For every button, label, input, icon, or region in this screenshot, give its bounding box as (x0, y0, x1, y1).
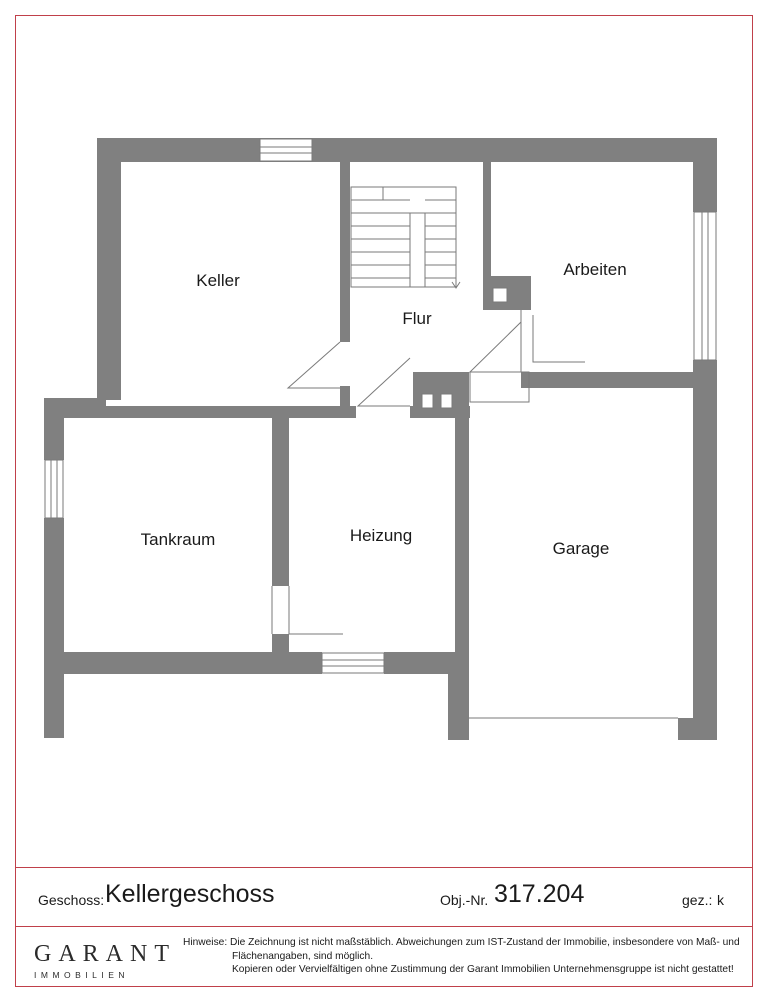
stairs (350, 186, 461, 289)
wall (44, 672, 64, 738)
room-label-arbeiten: Arbeiten (563, 260, 626, 279)
obj-nr-label: Obj.-Nr. (440, 892, 489, 908)
wall (64, 652, 322, 674)
window (693, 211, 717, 361)
obj-nr-value: 317.204 (494, 880, 585, 908)
page-frame (15, 15, 753, 987)
logo-sub-text: IMMOBILIEN (34, 970, 130, 980)
wall (272, 418, 289, 586)
title-block-divider-bottom (15, 926, 753, 927)
gez-label: gez.: (682, 892, 713, 908)
wall (483, 162, 491, 282)
notes-line-1: Hinweise: Die Zeichnung ist nicht maßstä… (183, 937, 740, 948)
room-label-tankraum: Tankraum (141, 530, 216, 549)
wall (97, 138, 717, 162)
logo-main-text: GARANT (34, 941, 176, 967)
disclaimer-notes: Hinweise: Die Zeichnung ist nicht maßstä… (183, 936, 753, 977)
wall (384, 652, 469, 674)
door-heizung-top (356, 357, 411, 407)
wall (693, 162, 717, 212)
wall (97, 138, 121, 400)
notes-line-2: Flächenangaben, sind möglich. (232, 950, 374, 962)
window (321, 652, 385, 674)
wall (678, 718, 717, 740)
wall (340, 386, 350, 406)
wall (340, 162, 350, 342)
wall (693, 388, 717, 740)
walls (44, 138, 717, 740)
notes-line-3: Kopieren oder Vervielfältigen ohne Zusti… (232, 964, 734, 976)
wall (44, 398, 64, 460)
title-block-divider-top (15, 867, 753, 868)
wall (521, 372, 717, 388)
wall (106, 406, 356, 418)
geschoss-label: Geschoss: (38, 892, 105, 908)
room-label-flur: Flur (402, 309, 432, 328)
room-label-keller: Keller (196, 271, 240, 290)
door-tankraum (288, 586, 343, 635)
windows (44, 138, 717, 674)
door-arbeiten (532, 315, 585, 363)
room-label-garage: Garage (553, 539, 610, 558)
room-label-heizung: Heizung (350, 526, 412, 545)
window (259, 138, 313, 162)
door-keller (286, 341, 341, 389)
wall (272, 634, 289, 654)
doors (271, 310, 585, 635)
geschoss-value: Kellergeschoss (105, 880, 275, 908)
block-details (421, 287, 508, 409)
door-garage (468, 321, 522, 373)
garant-logo: GARANT IMMOBILIEN (34, 941, 176, 980)
window (44, 459, 64, 519)
gez-value: k (717, 892, 724, 908)
wall (448, 674, 469, 740)
